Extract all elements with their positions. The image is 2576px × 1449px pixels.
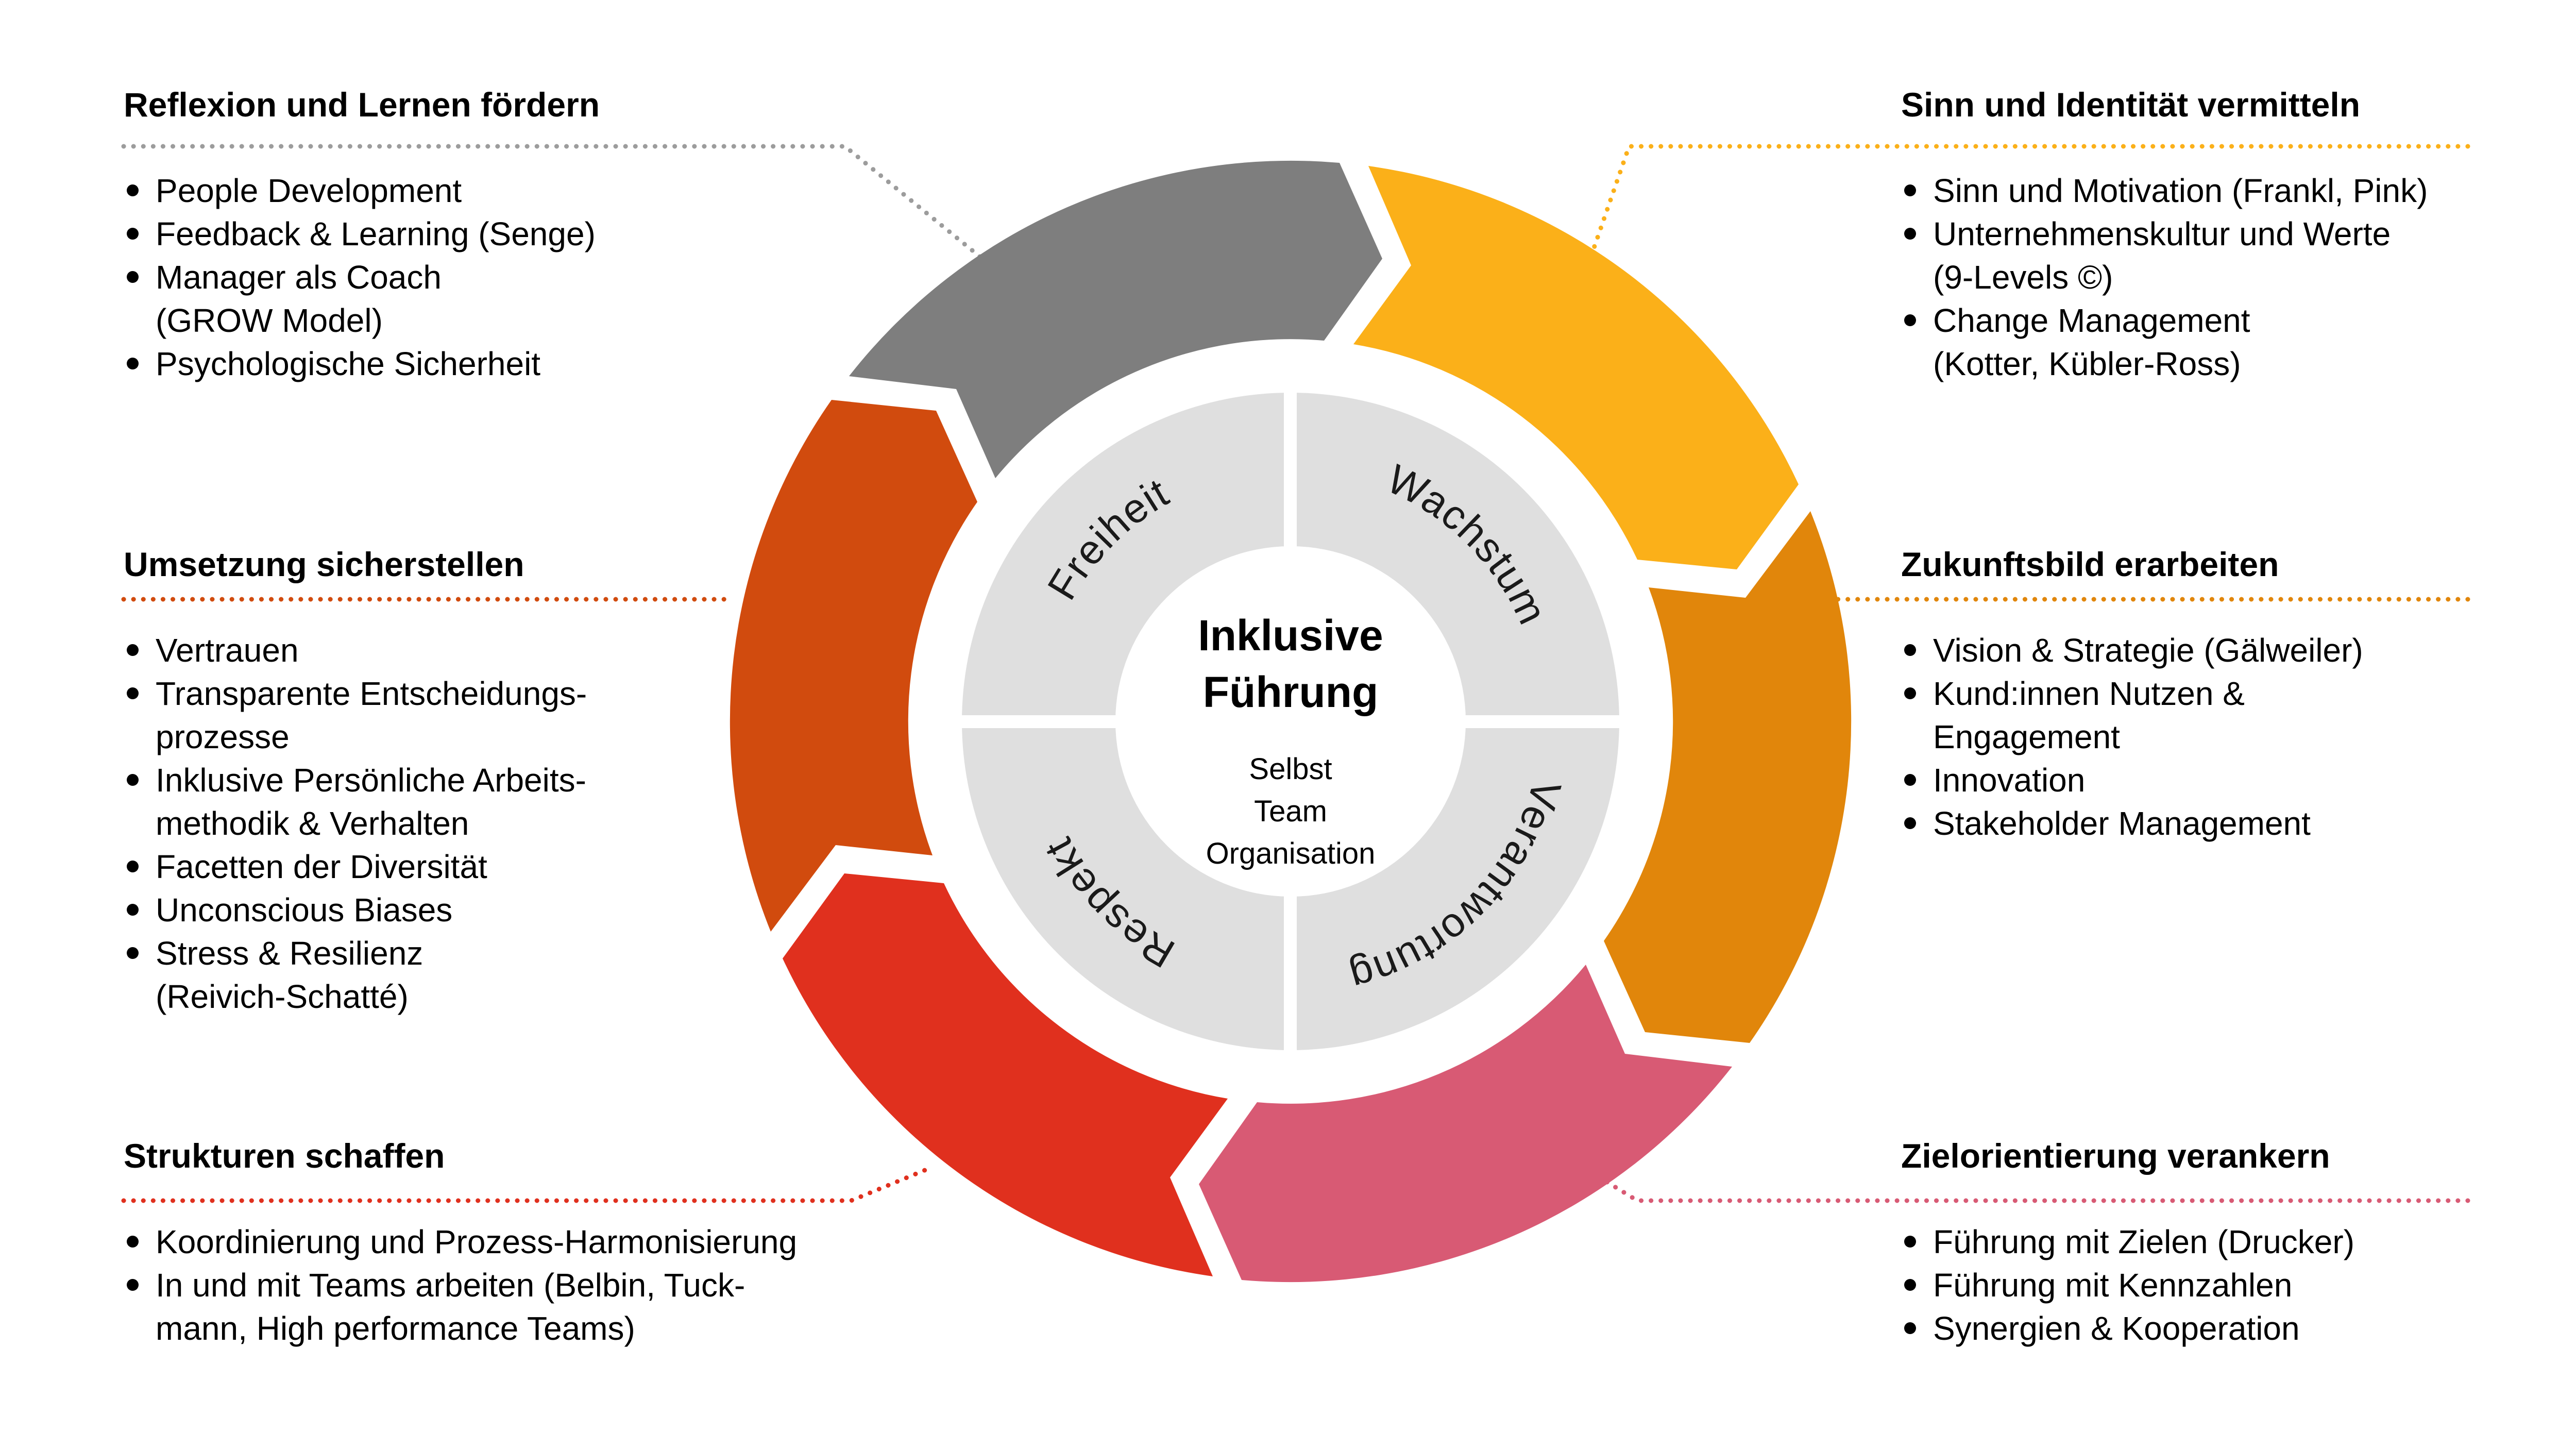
list-item: Koordinierung und Prozess-Harmonisierung xyxy=(124,1220,1025,1263)
list-item: Führung mit Kennzahlen xyxy=(1901,1263,2576,1307)
arrow-segment-zukunftsbild-orange xyxy=(1604,511,1852,1043)
section-sinn-und-identitaet: Sinn und Identität vermitteln Sinn und M… xyxy=(1901,88,2576,385)
center-sub-organisation: Organisation xyxy=(1206,837,1376,870)
connector-line-bottom-left xyxy=(121,1165,934,1203)
section-strukturen-schaffen: Strukturen schaffen Koordinierung und Pr… xyxy=(124,1139,1025,1350)
section-zukunftsbild-erarbeiten: Zukunftsbild erarbeiten Vision & Strateg… xyxy=(1901,547,2576,845)
list-item: Stakeholder Management xyxy=(1901,802,2576,845)
list-item: Kund:innen Nutzen & Engagement xyxy=(1901,672,2576,759)
section-heading-zielorientierung: Zielorientierung verankern xyxy=(1901,1137,2330,1175)
list-item: Transparente Entscheidungs- prozesse xyxy=(124,672,948,759)
connector-line-bottom-right xyxy=(1595,1173,2470,1203)
bullet-list-sinn: Sinn und Motivation (Frankl, Pink) Unter… xyxy=(1901,169,2576,385)
arrow-segment-sinn-amber xyxy=(1353,166,1799,569)
bullet-list-reflexion: People Development Feedback & Learning (… xyxy=(124,169,948,385)
list-item: Vertrauen xyxy=(124,629,948,672)
list-item: Unconscious Biases xyxy=(124,888,948,932)
section-heading-sinn: Sinn und Identität vermitteln xyxy=(1901,86,2361,124)
list-item: Synergien & Kooperation xyxy=(1901,1307,2576,1350)
bullet-list-strukturen: Koordinierung und Prozess-Harmonisierung… xyxy=(124,1220,1025,1350)
section-heading-zukunftsbild: Zukunftsbild erarbeiten xyxy=(1901,545,2279,583)
list-item: Facetten der Diversität xyxy=(124,845,948,888)
section-heading-umsetzung: Umsetzung sicherstellen xyxy=(124,545,524,583)
list-item: Psychologische Sicherheit xyxy=(124,342,948,385)
list-item: Sinn und Motivation (Frankl, Pink) xyxy=(1901,169,2576,212)
list-item: Feedback & Learning (Senge) xyxy=(124,212,948,256)
center-disc xyxy=(1115,546,1466,897)
bullet-list-zielorientierung: Führung mit Zielen (Drucker) Führung mit… xyxy=(1901,1220,2576,1350)
list-item: Führung mit Zielen (Drucker) xyxy=(1901,1220,2576,1263)
center-sub-selbst: Selbst xyxy=(1249,752,1332,786)
bullet-list-zukunftsbild: Vision & Strategie (Gälweiler) Kund:inne… xyxy=(1901,629,2576,845)
arrow-segment-strukturen-red xyxy=(783,873,1228,1276)
arrow-segment-zielorientierung-rose xyxy=(1199,965,1732,1283)
section-heading-reflexion: Reflexion und Lernen fördern xyxy=(124,86,600,124)
connector-line-top-right xyxy=(1588,144,2470,259)
section-heading-strukturen: Strukturen schaffen xyxy=(124,1137,445,1175)
section-umsetzung-sicherstellen: Umsetzung sicherstellen Vertrauen Transp… xyxy=(124,547,948,1018)
bullet-list-umsetzung: Vertrauen Transparente Entscheidungs- pr… xyxy=(124,629,948,1018)
list-item: In und mit Teams arbeiten (Belbin, Tuck-… xyxy=(124,1263,1025,1350)
arrow-segment-umsetzung-rust xyxy=(730,400,977,932)
list-item: Unternehmenskultur und Werte (9-Levels ©… xyxy=(1901,212,2576,299)
list-item: Stress & Resilienz (Reivich-Schatté) xyxy=(124,932,948,1018)
arrow-segment-reflexion-gray xyxy=(849,160,1382,478)
list-item: Innovation xyxy=(1901,759,2576,802)
list-item: Inklusive Persönliche Arbeits- methodik … xyxy=(124,759,948,845)
center-title-line1: Inklusive xyxy=(1198,611,1383,660)
center-sub-team: Team xyxy=(1254,795,1327,828)
list-item: People Development xyxy=(124,169,948,212)
list-item: Vision & Strategie (Gälweiler) xyxy=(1901,629,2576,672)
center-title-line2: Führung xyxy=(1203,668,1379,716)
section-zielorientierung-verankern: Zielorientierung verankern Führung mit Z… xyxy=(1901,1139,2576,1350)
list-item: Manager als Coach (GROW Model) xyxy=(124,256,948,342)
section-reflexion-und-lernen: Reflexion und Lernen fördern People Deve… xyxy=(124,88,948,385)
list-item: Change Management (Kotter, Kübler-Ross) xyxy=(1901,299,2576,385)
